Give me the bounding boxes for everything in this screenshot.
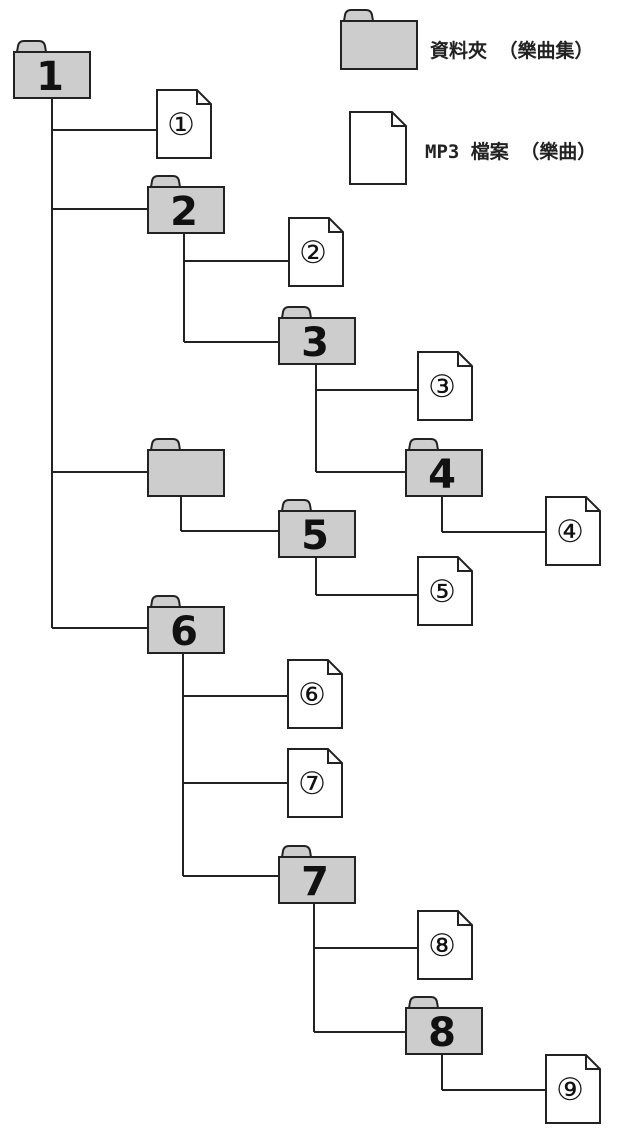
folder-1-body	[13, 51, 91, 99]
mp3-file-2-sheet	[288, 217, 344, 287]
mp3-file-6-number: ⑥	[298, 677, 326, 713]
legend-folder-label: 資料夾 （樂曲集）	[430, 40, 594, 62]
folder-6-tab	[150, 595, 181, 608]
folder-5: 5	[278, 499, 356, 559]
mp3-file-9-fold	[585, 1055, 600, 1070]
folder-8-body	[405, 1007, 483, 1055]
mp3-file-1-sheet	[156, 89, 212, 159]
folder-2: 2	[147, 175, 225, 235]
mp3-file-1-number: ①	[167, 107, 195, 143]
folder-8: 8	[405, 996, 483, 1056]
folder-1: 1	[13, 40, 91, 100]
mp3-file-5-fold	[457, 557, 472, 572]
folder-4-body	[405, 449, 483, 497]
mp3-file-1-fold	[196, 90, 211, 105]
legend-folder-icon	[340, 9, 418, 70]
folder-4-number: 4	[428, 452, 456, 498]
folder-3: 3	[278, 306, 356, 366]
mp3-file-4: ④	[545, 496, 601, 566]
folder-3-tab	[281, 306, 312, 319]
folder-1-tab	[16, 40, 47, 53]
mp3-file-9-sheet	[545, 1054, 601, 1124]
mp3-file-8: ⑧	[417, 910, 473, 980]
folder-2-number: 2	[170, 189, 198, 235]
folder-unnamed-tab	[150, 438, 181, 451]
mp3-file-4-number: ④	[556, 514, 584, 550]
folder-3-body	[278, 317, 356, 365]
tree-nodes: 1 2 3 4 5 6 7 8 ① ② ③ ④ ⑤ ⑥ ⑦ ⑧ ⑨	[13, 9, 601, 1124]
mp3-file-5-number: ⑤	[428, 574, 456, 610]
legend-file-icon	[349, 111, 407, 185]
legend-folder-icon-body	[340, 20, 418, 70]
mp3-file-4-fold	[585, 497, 600, 512]
mp3-file-6: ⑥	[287, 659, 343, 729]
mp3-file-7-sheet	[287, 748, 343, 818]
folder-5-number: 5	[301, 513, 329, 559]
folder-8-number: 8	[428, 1010, 456, 1056]
mp3-file-5: ⑤	[417, 556, 473, 626]
folder-7-body	[278, 856, 356, 904]
connector-lines	[51, 98, 546, 1091]
legend-file-label: MP3 檔案 （樂曲）	[425, 141, 597, 163]
mp3-file-7-number: ⑦	[298, 766, 326, 802]
mp3-file-6-sheet	[287, 659, 343, 729]
mp3-file-3-sheet	[417, 351, 473, 421]
legend-folder-icon-tab	[343, 9, 374, 22]
folder-1-number: 1	[36, 54, 64, 100]
folder-2-body	[147, 186, 225, 234]
folder-6-number: 6	[170, 609, 198, 655]
legend-file-icon-sheet	[349, 111, 407, 185]
folder-5-tab	[281, 499, 312, 512]
folder-7-number: 7	[301, 859, 329, 905]
folder-7: 7	[278, 845, 356, 905]
mp3-file-9-number: ⑨	[556, 1072, 584, 1108]
folder-2-tab	[150, 175, 181, 188]
mp3-file-6-fold	[327, 660, 342, 675]
folder-5-body	[278, 510, 356, 558]
mp3-file-7-fold	[327, 749, 342, 764]
mp3-file-5-sheet	[417, 556, 473, 626]
folder-4-tab	[408, 438, 439, 451]
mp3-file-8-number: ⑧	[428, 928, 456, 964]
mp3-file-8-sheet	[417, 910, 473, 980]
folder-8-tab	[408, 996, 439, 1009]
folder-3-number: 3	[301, 320, 329, 366]
folder-6-body	[147, 606, 225, 654]
mp3-file-9: ⑨	[545, 1054, 601, 1124]
folder-7-tab	[281, 845, 312, 858]
mp3-file-1: ①	[156, 89, 212, 159]
folder-4: 4	[405, 438, 483, 498]
mp3-file-4-sheet	[545, 496, 601, 566]
folder-unnamed-body	[147, 449, 225, 497]
mp3-file-2-fold	[328, 218, 343, 233]
folder-unnamed	[147, 438, 225, 497]
mp3-file-3-fold	[457, 352, 472, 367]
mp3-file-7: ⑦	[287, 748, 343, 818]
legend-file-icon-fold	[391, 112, 406, 127]
mp3-file-3: ③	[417, 351, 473, 421]
mp3-file-8-fold	[457, 911, 472, 926]
mp3-file-3-number: ③	[428, 369, 456, 405]
mp3-file-2: ②	[288, 217, 344, 287]
mp3-file-2-number: ②	[299, 235, 327, 271]
folder-6: 6	[147, 595, 225, 655]
